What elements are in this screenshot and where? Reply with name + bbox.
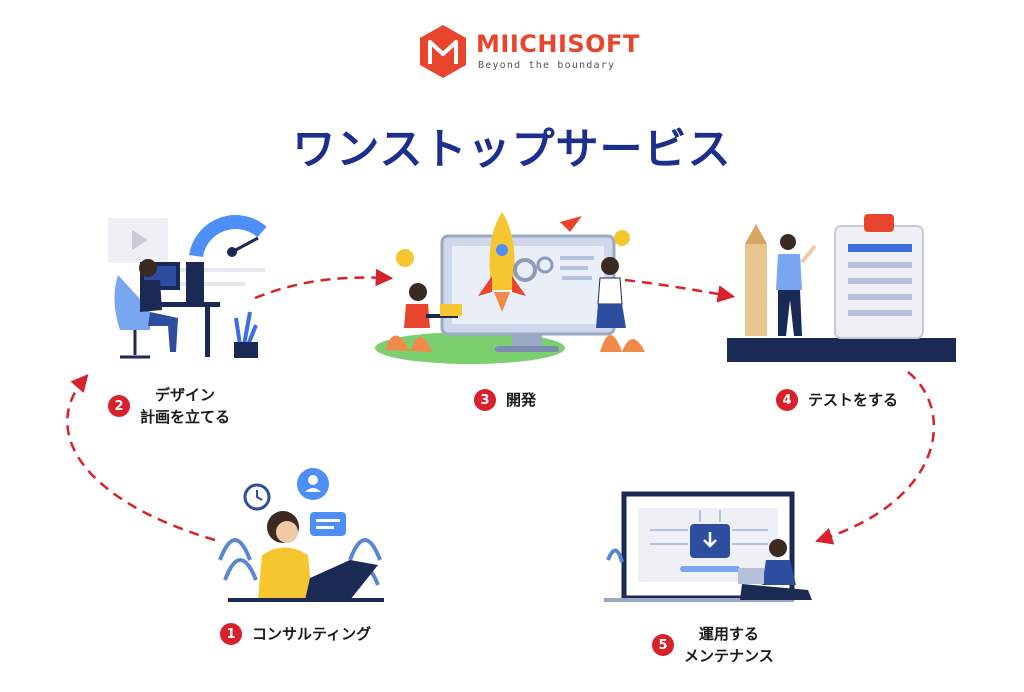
arrow-4-to-5: [815, 371, 936, 545]
step-4-label-group: 4 テストをする: [776, 389, 898, 411]
step-5-badge: 5: [652, 634, 674, 656]
step-5-label-line1: 運用する: [698, 625, 759, 643]
step-4-badge: 4: [776, 389, 798, 411]
step-3-label: 開発: [506, 391, 537, 409]
step-2-label-group: 2 デザイン 計画を立てる: [108, 384, 230, 428]
step-4-label: テストをする: [808, 391, 899, 409]
step-2-label-line1: デザイン: [155, 386, 216, 404]
brand-name: MIICHISOFT: [476, 30, 640, 58]
step-1-label-group: 1 コンサルティング: [220, 623, 371, 645]
page-title: ワンストップサービス: [292, 125, 732, 175]
step-3-badge: 3: [474, 389, 496, 411]
brand-tagline: Beyond the boundary: [478, 60, 616, 71]
consulting-illustration: [218, 468, 384, 602]
step-5-label-group: 5 運用する メンテナンス: [652, 623, 774, 667]
step-2-label: デザイン 計画を立てる: [140, 384, 230, 428]
testing-illustration: [727, 214, 956, 362]
brand-logo-icon: [420, 25, 466, 78]
step-5-label-line2: メンテナンス: [684, 647, 774, 665]
arrow-1-to-2: [66, 374, 216, 542]
development-illustration: [375, 212, 645, 364]
arrow-2-to-3: [254, 268, 394, 300]
flow-arrows: [66, 268, 936, 545]
step-2-label-line2: 計画を立てる: [140, 408, 231, 426]
step-3-label-group: 3 開発: [474, 389, 536, 411]
step-5-label: 運用する メンテナンス: [684, 623, 774, 667]
step-1-badge: 1: [220, 623, 242, 645]
design-illustration: [108, 215, 267, 359]
step-2-badge: 2: [108, 395, 130, 417]
maintenance-illustration: [604, 491, 812, 602]
step-1-label: コンサルティング: [252, 625, 372, 643]
arrow-3-to-4: [624, 278, 736, 303]
